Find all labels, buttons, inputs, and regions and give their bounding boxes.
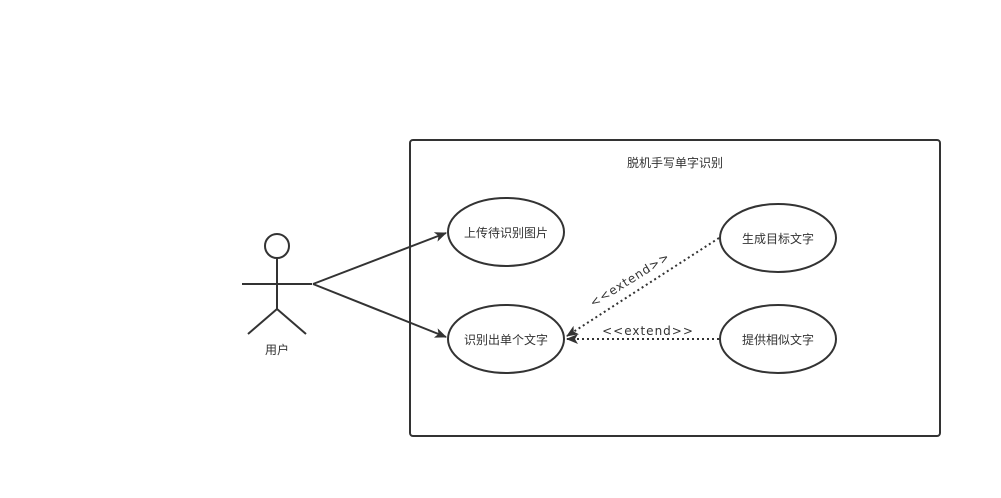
use-case-recognize-label: 识别出单个文字: [464, 332, 548, 347]
actor-right-leg: [277, 309, 306, 334]
actor-label: 用户: [265, 342, 289, 357]
use-case-similar[interactable]: 提供相似文字: [720, 305, 836, 373]
extend-label-similar: <<extend>>: [602, 324, 694, 338]
use-case-upload[interactable]: 上传待识别图片: [448, 198, 564, 266]
use-case-recognize[interactable]: 识别出单个文字: [448, 305, 564, 373]
use-case-generate-label: 生成目标文字: [742, 231, 814, 246]
actor-user[interactable]: [242, 234, 312, 334]
actor-head: [265, 234, 289, 258]
system-boundary[interactable]: [410, 140, 940, 436]
use-case-generate[interactable]: 生成目标文字: [720, 204, 836, 272]
system-boundary-title: 脱机手写单字识别: [627, 155, 723, 170]
actor-left-leg: [248, 309, 277, 334]
use-case-upload-label: 上传待识别图片: [464, 225, 548, 240]
use-case-similar-label: 提供相似文字: [742, 332, 814, 347]
